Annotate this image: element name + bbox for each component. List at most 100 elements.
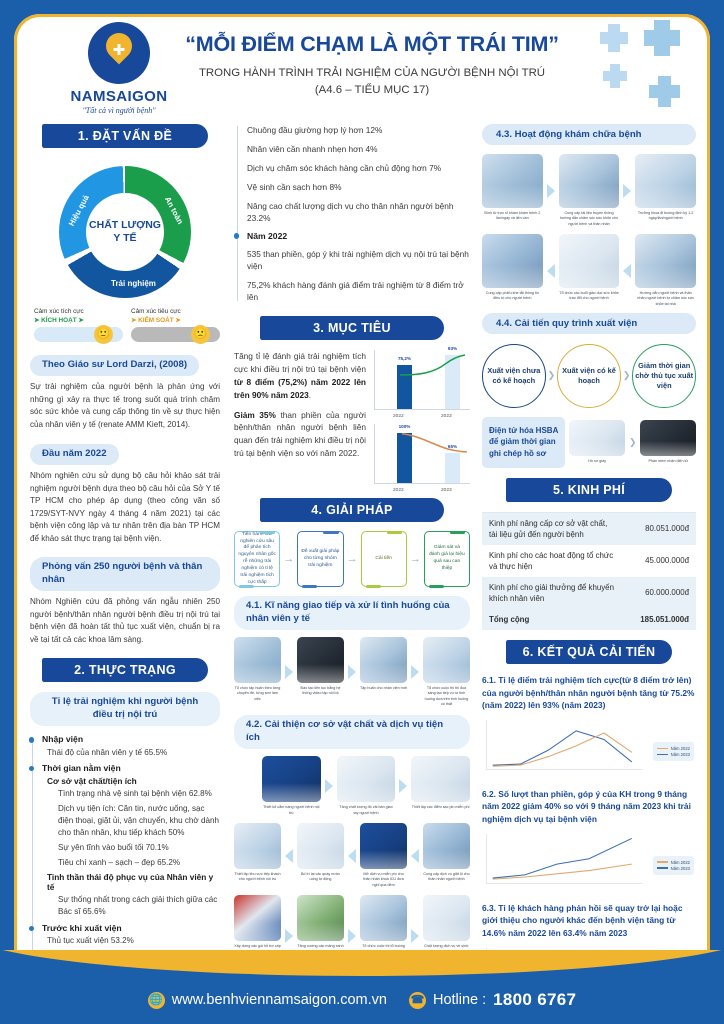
legend-label: Năm 2022 [670, 859, 690, 865]
decorative-crosses [588, 20, 698, 116]
photo-grid-4-2-row1: Thiết kế cẩm nang người bệnh nội trú Tăn… [234, 756, 471, 816]
photo-green-space [297, 895, 344, 942]
arrow-left-icon [546, 263, 555, 278]
goal-1: Tăng tỉ lệ đánh giá trải nghiệm tích cực… [234, 351, 366, 400]
photo-cell: Đào tạo liên tục bằng hệ thống video tập… [297, 637, 344, 697]
budget-value: 80.051.000đ [645, 524, 689, 534]
legend-swatch [656, 753, 668, 756]
chart-muc-tieu-1: 75,2% 93% 2022 2023 [374, 346, 470, 419]
photo-elearning-video [297, 637, 344, 684]
arrow-right-icon [411, 928, 419, 943]
arrow-right-icon: ❯ [547, 370, 556, 381]
photo-caption: Tổ chức các buổi giáo dục sức khỏe trao … [559, 291, 619, 301]
pill-ti-le-trai-nghiem: Tỉ lệ trải nghiệm khi người bệnh điều tr… [30, 692, 220, 727]
flow-arrow-icon: → [346, 553, 358, 566]
group-subheading: Tinh thần thái độ phục vụ của Nhân viên … [47, 871, 214, 892]
photo-cleaning-service [423, 895, 470, 942]
text-dau-nam-2022: Nhóm nghiên cứu sử dụng bộ câu hỏi khảo … [30, 471, 220, 543]
photo-treatment-info-card [482, 234, 543, 289]
flow-step-1: Tiến hành các nghiên cứu sâu để phân tíc… [234, 530, 281, 588]
stats-top-list: Chuông đầu giường hợp lý hơn 12% Nhân vi… [233, 124, 470, 303]
chart-6-1-legend: Năm 2022 Năm 2023 [652, 741, 694, 761]
legend-swatch [656, 861, 668, 863]
budget-label: Kinh phí nâng cấp cơ sở vật chất, tài li… [489, 518, 608, 539]
budget-total-label: Tổng cộng [489, 614, 530, 624]
photo-grid-4-1: Tổ chức tập huấn theo từng chuyên đề, từ… [234, 637, 470, 707]
photo-cell: Hướng dẫn người bệnh và thân nhân người … [635, 234, 697, 307]
stat-item: Nhân viên cần nhanh nhẹn hơn 4% [247, 144, 378, 155]
photo-ward-contest [360, 895, 407, 942]
chart-6-2: Năm 2022 Năm 2023 [482, 832, 696, 892]
website-url: www.benhviennamsaigon.com.vn [171, 992, 387, 1008]
footer-website[interactable]: 🌐 www.benhviennamsaigon.com.vn [147, 991, 387, 1009]
page-subtitle: TRONG HÀNH TRÌNH TRẢI NGHIỆM CỦA NGƯỜI B… [182, 65, 562, 98]
photo-grid-4-2-row2: Thiết lập khu vực tiếp khách cho người b… [234, 823, 470, 888]
wave-gold-decor [0, 950, 724, 976]
page-title: “MỖI ĐIỂM CHẠM LÀ MỘT TRÁI TIM” [185, 32, 559, 56]
title-block: “MỖI ĐIỂM CHẠM LÀ MỘT TRÁI TIM” TRONG HÀ… [182, 32, 562, 98]
emotion-negative-bar: 🙁 [131, 325, 220, 345]
arrow-right-icon [546, 183, 555, 198]
solution-flow: Tiến hành các nghiên cứu sâu để phân tíc… [234, 530, 470, 588]
x-tick: 2023 [441, 414, 452, 420]
photo-caption: Tổ chức tập huấn theo từng chuyên đề, từ… [234, 686, 281, 701]
legend-label: Năm 2023 [670, 865, 690, 871]
photo-caption: Hướng dẫn người bệnh và thân nhân người … [637, 291, 695, 306]
photo-cell: Hồ sơ giấy [569, 420, 625, 464]
photo-cell: Tập huấn cho nhân viên mới [360, 637, 407, 691]
photo-grid-4-3-row2: Cung cấp phiếu khe tắt thông tin điều tr… [482, 234, 697, 307]
circle-xuat-vien-chua-co-ke-hoach: Xuất viện chưa có kế hoạch [482, 344, 546, 408]
stat-item: Vệ sinh cần sạch hơn 8% [247, 182, 342, 193]
photo-caption: Thiết lập khu vực tiếp khách cho người b… [234, 872, 281, 882]
group-item: Sự thống nhất trong cách giải thích giữa… [58, 895, 218, 917]
group-subheading: Cơ sở vật chất/tiện ích [47, 775, 137, 786]
arrow-right-icon: ❯ [628, 436, 637, 447]
globe-icon: 🌐 [147, 991, 165, 1009]
section-2-banner: 2. THỰC TRẠNG [42, 658, 208, 683]
emotion-negative: Cảm xúc tiêu cực ➤ KIỂM SOÁT ➤ 🙁 [131, 308, 220, 345]
arrow-left-icon [285, 848, 293, 863]
arrow-right-icon [348, 665, 356, 680]
text-lord-darzi: Sự trải nghiệm của người bệnh là phản ứn… [30, 382, 220, 429]
column-left: 1. ĐẶT VẤN ĐỀ An toàn Trải nghiệm Hiệu q… [14, 124, 228, 964]
group-item: Thái độ của nhân viên y tế 65.5% [47, 747, 168, 757]
photo-cell: Mở dịch vụ miễn phí cho thân nhân khoa I… [360, 823, 407, 888]
photo-caption: Bình từ trực sĩ khám khám bệnh 2 lần/ngà… [484, 211, 541, 221]
photo-cell: Thiết lập các điểm sạc pin miễn phí [411, 756, 471, 810]
footer-hotline[interactable]: ☎ Hotline : 1800 6767 [408, 990, 576, 1010]
photo-icu-overnight-service [360, 823, 407, 870]
pill-4-4: 4.4. Cải tiến quy trình xuất viện [482, 313, 696, 335]
photo-caption: Đào tạo liên tục bằng hệ thống video tập… [300, 686, 341, 696]
arrow-right-icon [348, 928, 356, 943]
photo-emergency-transport [234, 895, 281, 942]
photo-grid-4-2-row3: Xây dựng các gói hỗ trợ cấp cứu và vận c… [234, 895, 470, 964]
photo-caption: Trưởng khoa đi buồng định kỳ 1-2 ngày/lầ… [637, 211, 694, 221]
flow-cap [239, 584, 255, 588]
x-tick: 2022 [393, 488, 404, 494]
photo-cell: Tổ chức cuộc thi thi đua sáng tạo tiếp v… [423, 637, 470, 707]
emotion-negative-action: ➤ KIỂM SOÁT ➤ [131, 316, 181, 324]
section-5-banner: 5. KINH PHÍ [505, 477, 673, 502]
hsba-row: Điện tử hóa HSBA để giảm thời gian ghi c… [482, 416, 697, 468]
photo-cell: Bố trí lại các quầy nước uống tự động [297, 823, 344, 883]
medical-cross-icon [113, 44, 125, 55]
arrow-right-icon [399, 779, 408, 794]
photo-caption: Mở dịch vụ miễn phí cho thân nhân khoa I… [363, 872, 404, 887]
column-middle: Chuông đầu giường hợp lý hơn 12% Nhân vi… [228, 124, 476, 964]
column-right: 4.3. Hoạt động khám chữa bệnh Bình từ tr… [476, 124, 710, 964]
photo-caption: Phần mềm nhận điện tử [648, 459, 689, 463]
photo-linen-quality [336, 756, 396, 803]
photo-cell: Cung cấp dịch vụ giặt ủi cho thân nhân n… [423, 823, 470, 883]
photo-caption: Cung cấp tài liệu truyền thông hướng dẫn… [559, 211, 619, 226]
photo-caption: Cung cấp phiếu khe tắt thông tin điều tr… [485, 291, 539, 301]
bullet-dot-icon [233, 233, 239, 239]
chart-6-2-legend: Năm 2022 Năm 2023 [652, 855, 694, 875]
photo-training-session [234, 637, 281, 684]
legend-swatch [656, 747, 668, 750]
budget-value: 45.000.000đ [645, 556, 689, 566]
pill-phong-van-250: Phỏng vấn 250 người bệnh và thân nhân [30, 557, 220, 592]
goals-text: Tăng tỉ lệ đánh giá trải nghiệm tích cực… [234, 350, 366, 460]
flow-cap [302, 584, 318, 588]
table-row: Kinh phí cho giải thưởng để khuyến khích… [482, 576, 696, 609]
